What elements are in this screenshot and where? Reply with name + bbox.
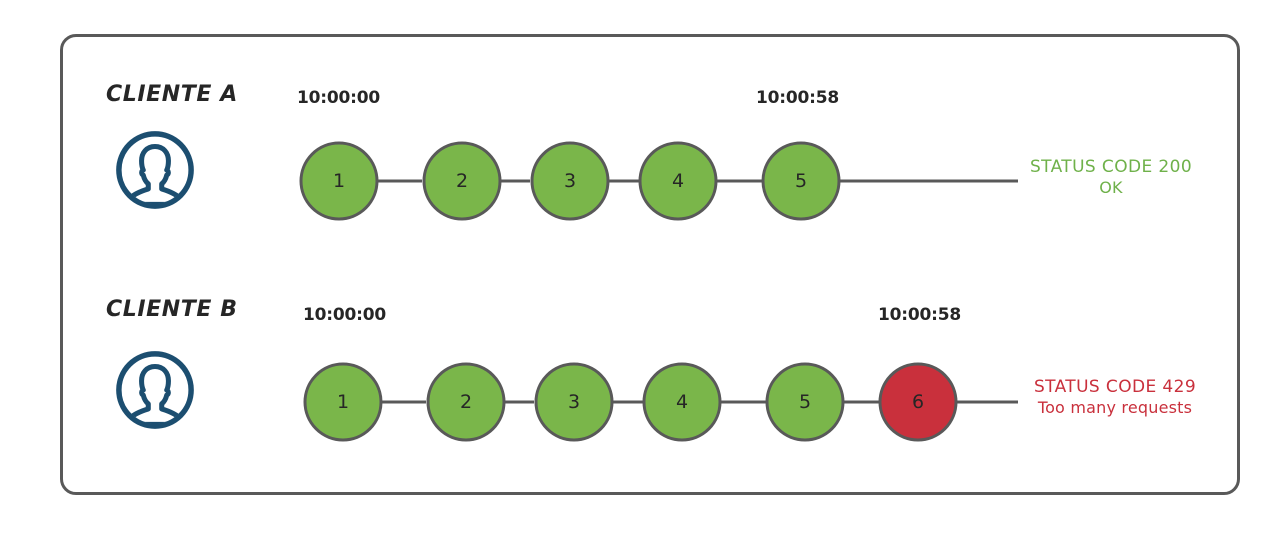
node-a-3[interactable]: 3 [530, 141, 610, 221]
start-time-b: 10:00:00 [303, 305, 386, 325]
status-badge-b: STATUS CODE 429 Too many requests [1020, 377, 1210, 417]
node-label: 3 [568, 391, 580, 413]
node-label: 1 [333, 170, 345, 192]
node-label: 2 [460, 391, 472, 413]
node-label: 1 [337, 391, 349, 413]
status-message-a: OK [1099, 177, 1123, 197]
node-label: 6 [912, 391, 924, 413]
node-label: 5 [795, 170, 807, 192]
node-b-4[interactable]: 4 [642, 362, 722, 442]
node-label: 2 [456, 170, 468, 192]
client-label-b: CLIENTE B [106, 297, 238, 322]
client-label-a: CLIENTE A [106, 82, 238, 107]
node-b-5[interactable]: 5 [765, 362, 845, 442]
node-b-1[interactable]: 1 [303, 362, 383, 442]
node-b-2[interactable]: 2 [426, 362, 506, 442]
user-avatar-icon [113, 348, 197, 432]
status-code-b: STATUS CODE 429 [1033, 377, 1197, 397]
node-label: 4 [672, 170, 684, 192]
user-avatar-icon [113, 128, 197, 212]
node-b-6[interactable]: 6 [878, 362, 958, 442]
request-chain-a: 1 2 3 4 5 [299, 141, 1018, 221]
start-time-a: 10:00:00 [297, 88, 380, 108]
node-a-5[interactable]: 5 [761, 141, 841, 221]
end-time-b: 10:00:58 [878, 305, 961, 325]
node-label: 5 [799, 391, 811, 413]
node-a-2[interactable]: 2 [422, 141, 502, 221]
status-badge-a: STATUS CODE 200 OK [1020, 157, 1202, 197]
node-label: 4 [676, 391, 688, 413]
node-a-1[interactable]: 1 [299, 141, 379, 221]
node-b-3[interactable]: 3 [534, 362, 614, 442]
end-time-a: 10:00:58 [756, 88, 839, 108]
status-code-a: STATUS CODE 200 [1029, 157, 1193, 177]
status-message-b: Too many requests [1037, 397, 1193, 417]
node-a-4[interactable]: 4 [638, 141, 718, 221]
request-chain-b: 1 2 3 4 5 6 [303, 362, 1018, 442]
node-label: 3 [564, 170, 576, 192]
